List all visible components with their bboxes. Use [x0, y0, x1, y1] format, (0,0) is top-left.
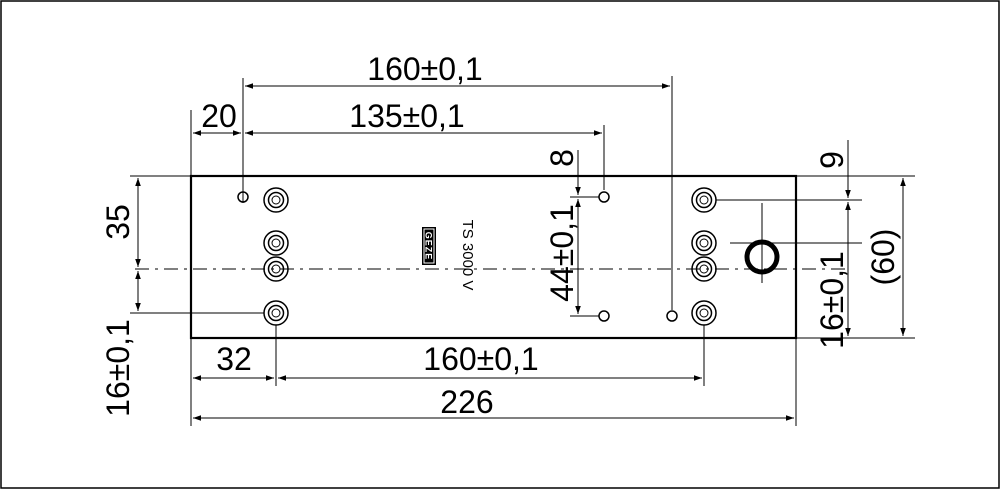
- dim-top-20: 20: [201, 98, 237, 134]
- logo-text: GEZE: [424, 232, 434, 261]
- mounting-plate: [189, 174, 798, 340]
- geze-logo: GEZE: [422, 227, 436, 265]
- dim-bottom-32: 32: [216, 341, 252, 377]
- dim-left-16: 16±0,1: [100, 319, 136, 417]
- dim-small-8: 8: [544, 149, 580, 167]
- model-label: TS 3000 V: [459, 220, 476, 291]
- dim-left-35: 35: [100, 204, 136, 240]
- dim-small-9: 9: [814, 151, 850, 169]
- dim-bottom-160: 160±0,1: [423, 341, 538, 377]
- extension-lines: [130, 76, 915, 426]
- dim-bottom-226: 226: [440, 384, 493, 420]
- dim-top-135: 135±0,1: [349, 98, 464, 134]
- dim-right-60: (60): [865, 229, 901, 286]
- dim-center-44: 44±0,1: [544, 204, 580, 302]
- dimension-lines: [135, 83, 906, 421]
- dim-top-160: 160±0,1: [367, 51, 482, 87]
- arm-hole: [730, 203, 862, 283]
- dim-right-16: 16±0,1: [814, 251, 850, 349]
- left-hole-group: [263, 187, 289, 326]
